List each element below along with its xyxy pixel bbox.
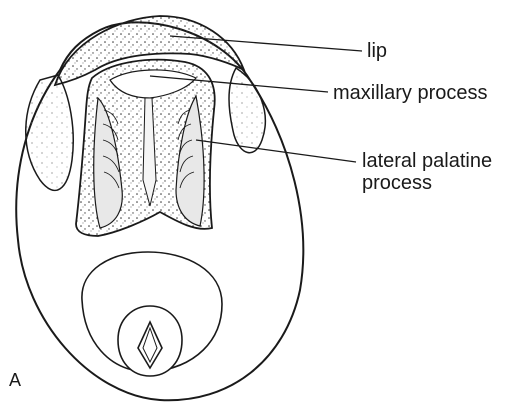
panel-letter: A [9, 370, 21, 391]
label-lateral-palatine-line1: lateral palatine [362, 150, 492, 172]
label-lateral-palatine-line2: process [362, 172, 432, 194]
label-lip: lip [367, 40, 387, 62]
label-maxillary-process: maxillary process [333, 82, 487, 104]
